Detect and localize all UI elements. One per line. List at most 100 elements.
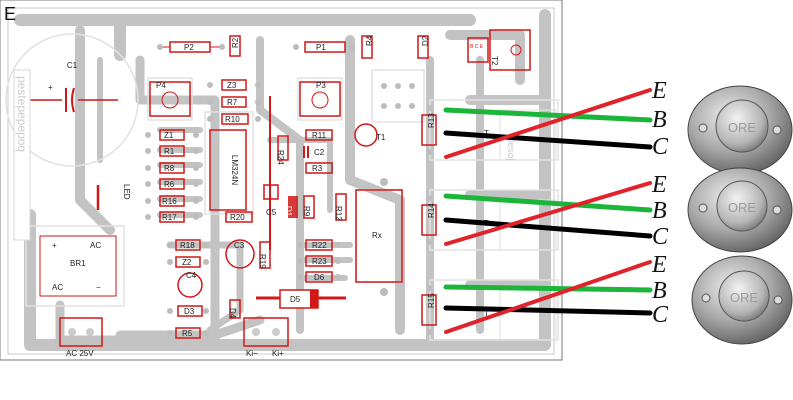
svg-text:R12: R12 — [334, 206, 343, 221]
svg-text:P1: P1 — [316, 43, 326, 52]
svg-text:−: − — [96, 283, 101, 292]
svg-text:AC: AC — [52, 283, 63, 292]
resistor-r19: R19 — [258, 241, 271, 269]
transistor-t1: T1 — [354, 123, 386, 147]
svg-text:R20: R20 — [230, 213, 245, 222]
svg-text:D2: D2 — [421, 35, 430, 46]
pcb-board: C1 + pestepepepoq E P2 R2 P1 — [0, 0, 563, 361]
capacitor-c1: C1 + — [28, 61, 118, 113]
svg-text:lesoj: lesoj — [505, 140, 516, 161]
label-b-1: B — [652, 107, 667, 133]
svg-text:R14: R14 — [427, 203, 436, 218]
resistor-r3: R3 — [305, 162, 333, 174]
resistor-r15: R15 — [421, 293, 437, 326]
svg-text:D3: D3 — [184, 307, 195, 316]
resistor-r14: R14 — [421, 203, 437, 236]
wire-e-3 — [444, 260, 652, 334]
svg-text:Z2: Z2 — [182, 258, 192, 267]
svg-text:R16: R16 — [162, 197, 177, 206]
svg-text:P2: P2 — [184, 43, 194, 52]
svg-text:R9: R9 — [302, 206, 311, 217]
mirrored-silk-text: pestepepepoq — [13, 69, 31, 241]
wire-b-1 — [443, 107, 653, 123]
resistor-r7: R7 — [221, 96, 247, 108]
svg-text:+: + — [52, 241, 57, 250]
wire-e-2 — [444, 181, 652, 246]
resistor-r6: R6 — [159, 178, 185, 190]
svg-text:R15: R15 — [427, 293, 436, 308]
label-e-3: E — [651, 252, 667, 278]
label-b-2: B — [652, 198, 667, 224]
svg-text:AC: AC — [90, 241, 101, 250]
wire-c-2 — [443, 217, 653, 239]
label-c-2: C — [652, 224, 669, 250]
led: LED — [96, 184, 131, 210]
svg-text:T2: T2 — [490, 56, 499, 66]
resistor-r23: R23 — [305, 255, 333, 267]
svg-text:ORE: ORE — [728, 200, 757, 215]
capacitor-c4: C4 — [177, 271, 203, 298]
wire-e-1 — [444, 88, 652, 159]
ic-lm324n: LM324N — [209, 96, 271, 250]
wire-b-2 — [443, 193, 653, 213]
svg-text:D1: D1 — [284, 206, 293, 217]
diode-d5: D5 — [256, 289, 346, 309]
svg-text:T: T — [484, 309, 489, 318]
svg-text:Z3: Z3 — [227, 81, 237, 90]
capacitor-c2: C2 — [303, 146, 325, 158]
svg-text:R6: R6 — [164, 180, 175, 189]
diode-d4: D4 — [228, 299, 241, 319]
svg-text:R24: R24 — [276, 150, 285, 165]
label-b-3: B — [652, 278, 667, 304]
svg-text:R3: R3 — [312, 164, 323, 173]
svg-text:R11: R11 — [312, 131, 327, 140]
svg-text:D4: D4 — [228, 308, 237, 319]
label-c1: C1 — [67, 61, 78, 70]
to3-transistor-1: ORE — [687, 85, 793, 175]
svg-text:R17: R17 — [162, 213, 177, 222]
svg-text:AC 25V: AC 25V — [66, 349, 94, 358]
svg-text:R2: R2 — [231, 37, 240, 48]
pin-labels-1: E B C — [651, 78, 669, 160]
resistor-r9: R9 — [302, 195, 315, 219]
resistor-r10: R10 — [221, 113, 249, 125]
svg-text:LED: LED — [122, 184, 131, 200]
svg-text:D6: D6 — [314, 273, 325, 282]
bridge-rectifier-br1: BR1 AC AC + − — [39, 235, 117, 297]
resistor-r8: R8 — [159, 162, 185, 174]
svg-text:Ki+: Ki+ — [272, 349, 284, 358]
svg-text:R7: R7 — [227, 98, 238, 107]
svg-text:Z1: Z1 — [164, 131, 174, 140]
diode-d2: D2 — [417, 35, 430, 59]
resistor-r17: R17 — [159, 211, 185, 223]
svg-text:Rx: Rx — [372, 231, 382, 240]
svg-text:R1: R1 — [164, 147, 175, 156]
svg-text:C3: C3 — [234, 241, 245, 250]
to3-transistor-3: ORE — [691, 255, 793, 345]
diode-d1: D1 — [284, 196, 298, 218]
resistor-r2: R2 — [229, 35, 241, 57]
svg-text:R22: R22 — [312, 241, 327, 250]
potentiometer-p3: P3 — [299, 81, 341, 117]
resistor-r11: R11 — [305, 129, 333, 141]
svg-text:R8: R8 — [164, 164, 175, 173]
resistor-r16: R16 — [159, 195, 185, 207]
label-e-1: E — [651, 78, 667, 104]
solder-pads — [145, 44, 432, 336]
diode-d6: D6 — [305, 271, 333, 283]
resistor-z3: Z3 — [221, 79, 247, 91]
svg-text:Ki−: Ki− — [246, 349, 258, 358]
svg-text:R5: R5 — [182, 329, 193, 338]
wire-b-3 — [443, 284, 653, 293]
zener-z2: Z2 — [175, 256, 201, 268]
svg-text:T1: T1 — [376, 133, 386, 142]
svg-text:ORE: ORE — [728, 120, 757, 135]
pin-labels: E B C E B C E B C — [651, 78, 669, 328]
silk-text: pestepepepoq — [15, 76, 29, 152]
potentiometer-p4: P4 — [149, 81, 191, 117]
connector-ac25v: AC 25V — [59, 317, 103, 358]
mirrored-silk-text-2: lesoj — [505, 140, 516, 161]
svg-text:R23: R23 — [312, 257, 327, 266]
label-c-1: C — [652, 134, 669, 160]
